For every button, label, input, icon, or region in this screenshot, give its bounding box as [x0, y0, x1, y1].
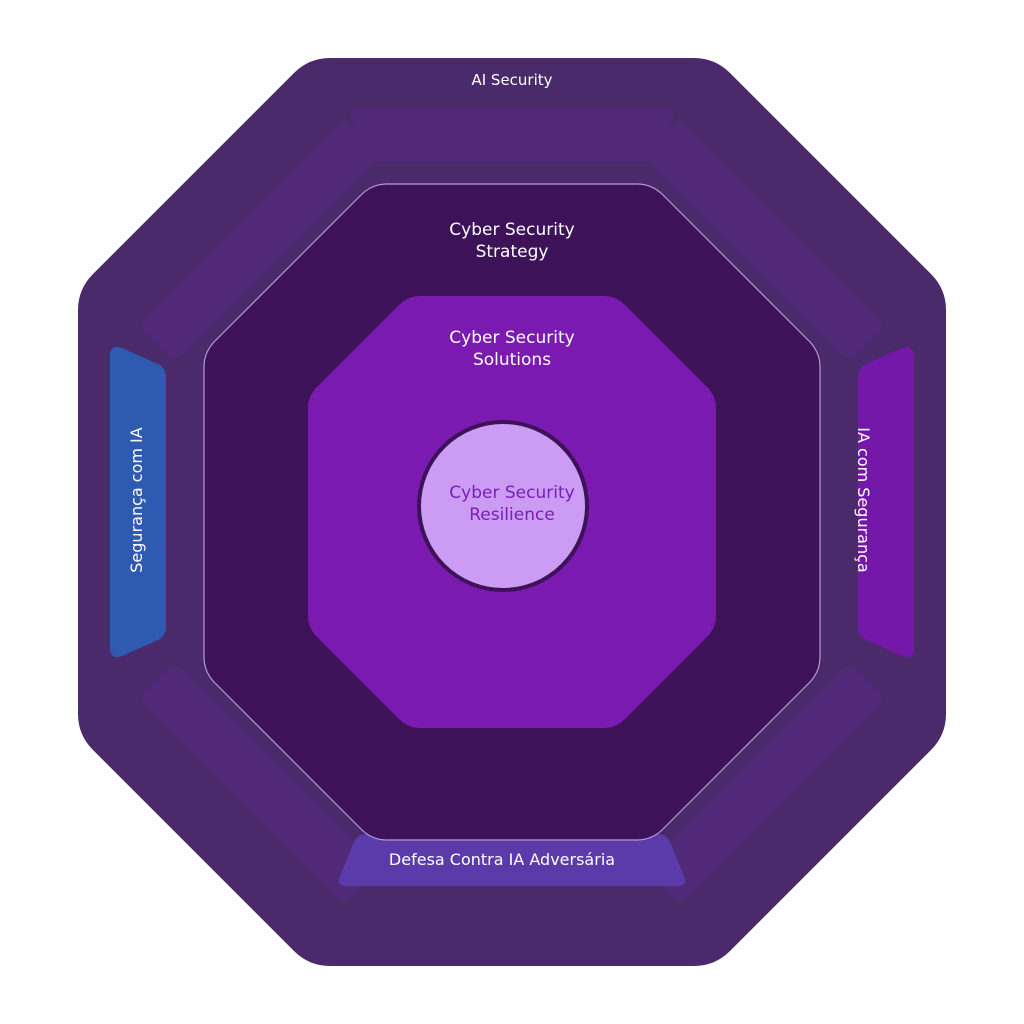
strategy-label: Cyber Security Strategy	[449, 220, 575, 262]
segment-bottom-label: Defesa Contra IA Adversária	[388, 850, 616, 869]
segment-bottom-right[interactable]	[648, 666, 882, 900]
resilience-circle	[417, 420, 589, 592]
segment-top-left[interactable]	[142, 124, 376, 358]
ai-security-title: AI Security	[471, 71, 553, 89]
segment-top	[350, 108, 674, 162]
segment-right-label: IA com Segurança	[854, 427, 873, 573]
segment-left-label: Segurança com IA	[127, 427, 146, 573]
segment-left[interactable]	[110, 347, 166, 657]
segment-top-right[interactable]	[648, 124, 882, 358]
segment-right[interactable]	[858, 347, 914, 657]
resilience-label: Cyber Security Resilience	[449, 483, 575, 525]
segment-bottom-left[interactable]	[142, 666, 376, 900]
segment-bottom[interactable]	[338, 834, 686, 886]
solutions-label: Cyber Security Solutions	[449, 328, 575, 370]
